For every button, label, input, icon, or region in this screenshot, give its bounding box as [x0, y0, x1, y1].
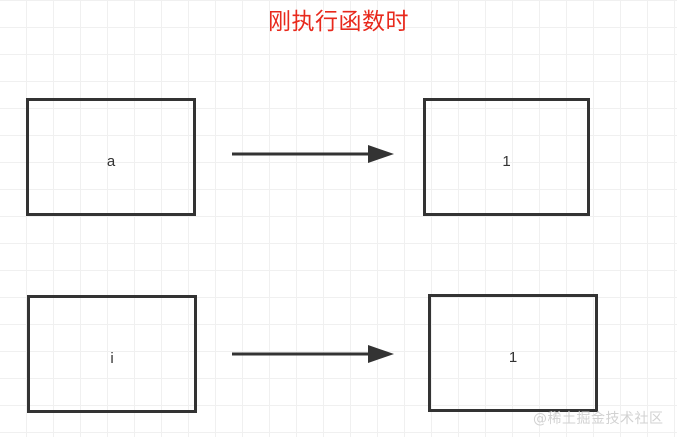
node-label: i	[110, 349, 114, 367]
node-value-i: 1	[428, 294, 598, 412]
node-label: a	[106, 152, 116, 170]
node-variable-i: i	[27, 295, 197, 413]
arrow-a-to-value	[232, 145, 394, 163]
arrow-i-to-value	[232, 345, 394, 363]
diagram-title: 刚执行函数时	[268, 9, 409, 35]
arrowhead-icon	[368, 145, 394, 163]
watermark: @稀土掘金技术社区	[533, 411, 664, 427]
node-value-a: 1	[423, 98, 590, 216]
node-label: 1	[502, 152, 511, 170]
node-label: 1	[508, 348, 518, 366]
node-variable-a: a	[26, 98, 196, 216]
arrowhead-icon	[368, 345, 394, 363]
